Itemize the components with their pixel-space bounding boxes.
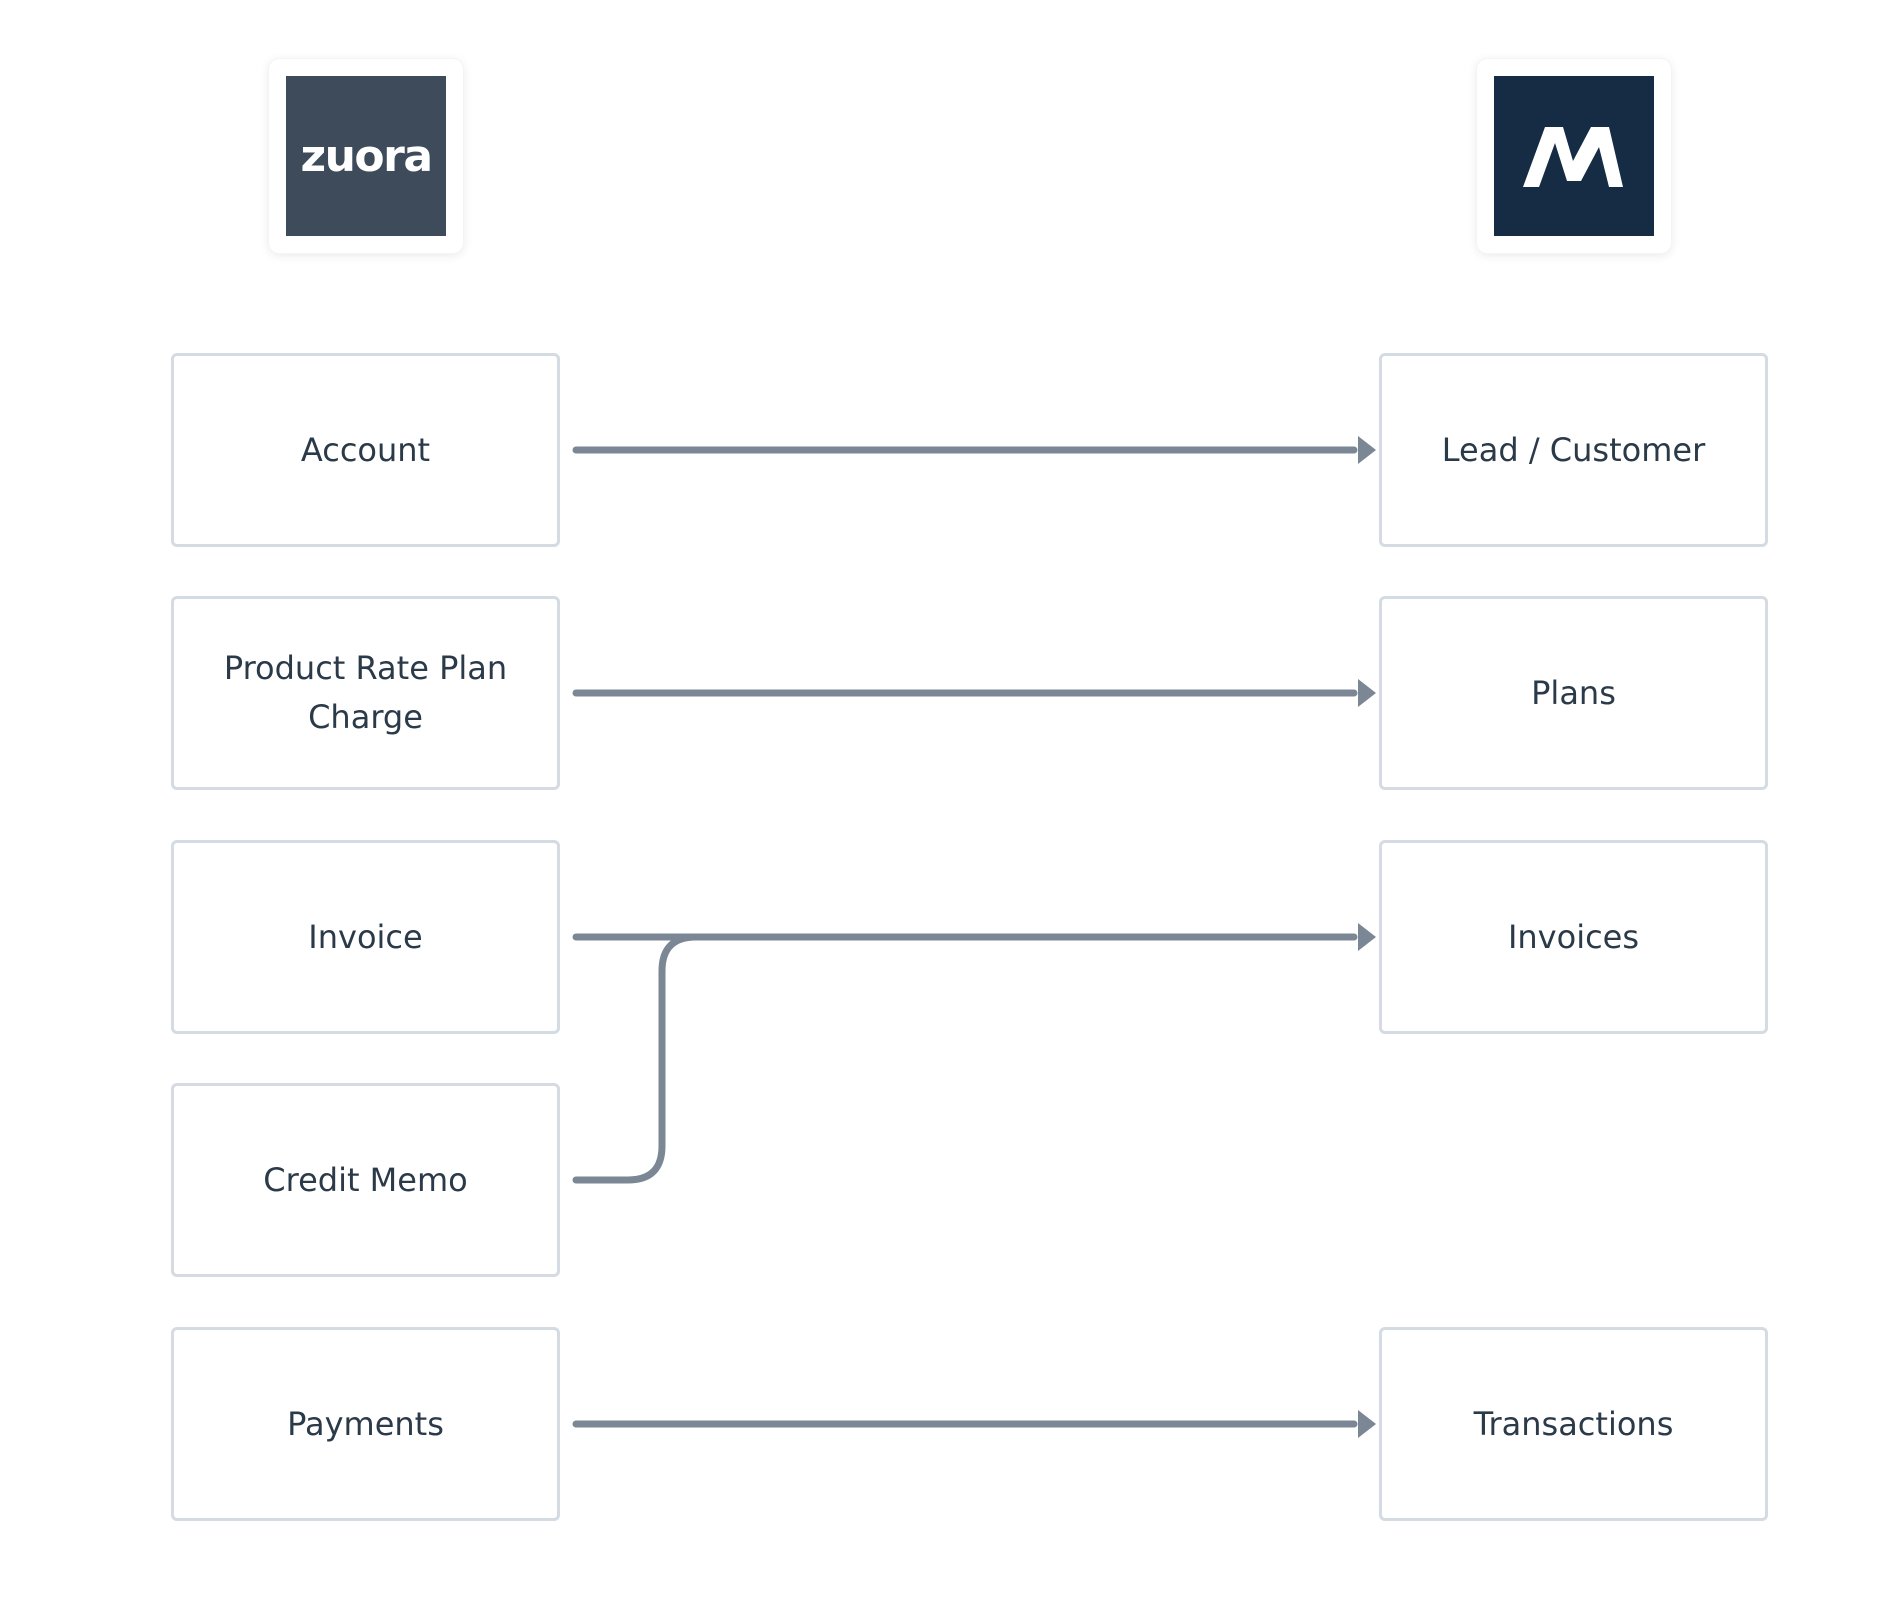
chartmogul-logo	[1494, 76, 1654, 236]
node-label: Credit Memo	[263, 1160, 468, 1199]
arrowhead-transactions	[1358, 1410, 1376, 1438]
arrowhead-invoices	[1358, 923, 1376, 951]
source-node-account: Account	[171, 353, 560, 547]
target-node-transactions: Transactions	[1379, 1327, 1768, 1521]
node-label: Payments	[287, 1404, 444, 1443]
zuora-wordmark: zuora	[300, 130, 433, 182]
node-label: Invoices	[1507, 917, 1640, 956]
source-node-product-rate-plan-charge: Product Rate Plan Charge	[171, 596, 560, 790]
chartmogul-logo-card	[1477, 59, 1671, 253]
connector-credit-memo-to-invoices	[572, 933, 700, 1184]
node-label: Plans	[1531, 673, 1616, 712]
node-label: Transactions	[1473, 1404, 1674, 1443]
node-label: Invoice	[308, 917, 423, 956]
target-node-plans: Plans	[1379, 596, 1768, 790]
node-label: Lead / Customer	[1441, 430, 1706, 469]
target-node-invoices: Invoices	[1379, 840, 1768, 1034]
source-node-credit-memo: Credit Memo	[171, 1083, 560, 1277]
node-label: Account	[300, 430, 431, 469]
arrowhead-lead-customer	[1358, 436, 1376, 464]
chartmogul-mark-icon	[1523, 127, 1623, 187]
zuora-logo-card: zuora	[269, 59, 463, 253]
source-node-invoice: Invoice	[171, 840, 560, 1034]
source-node-payments: Payments	[171, 1327, 560, 1521]
node-label: Product Rate Plan Charge	[223, 649, 508, 736]
target-node-lead-customer: Lead / Customer	[1379, 353, 1768, 547]
arrowhead-plans	[1358, 679, 1376, 707]
zuora-logo: zuora	[286, 76, 446, 236]
